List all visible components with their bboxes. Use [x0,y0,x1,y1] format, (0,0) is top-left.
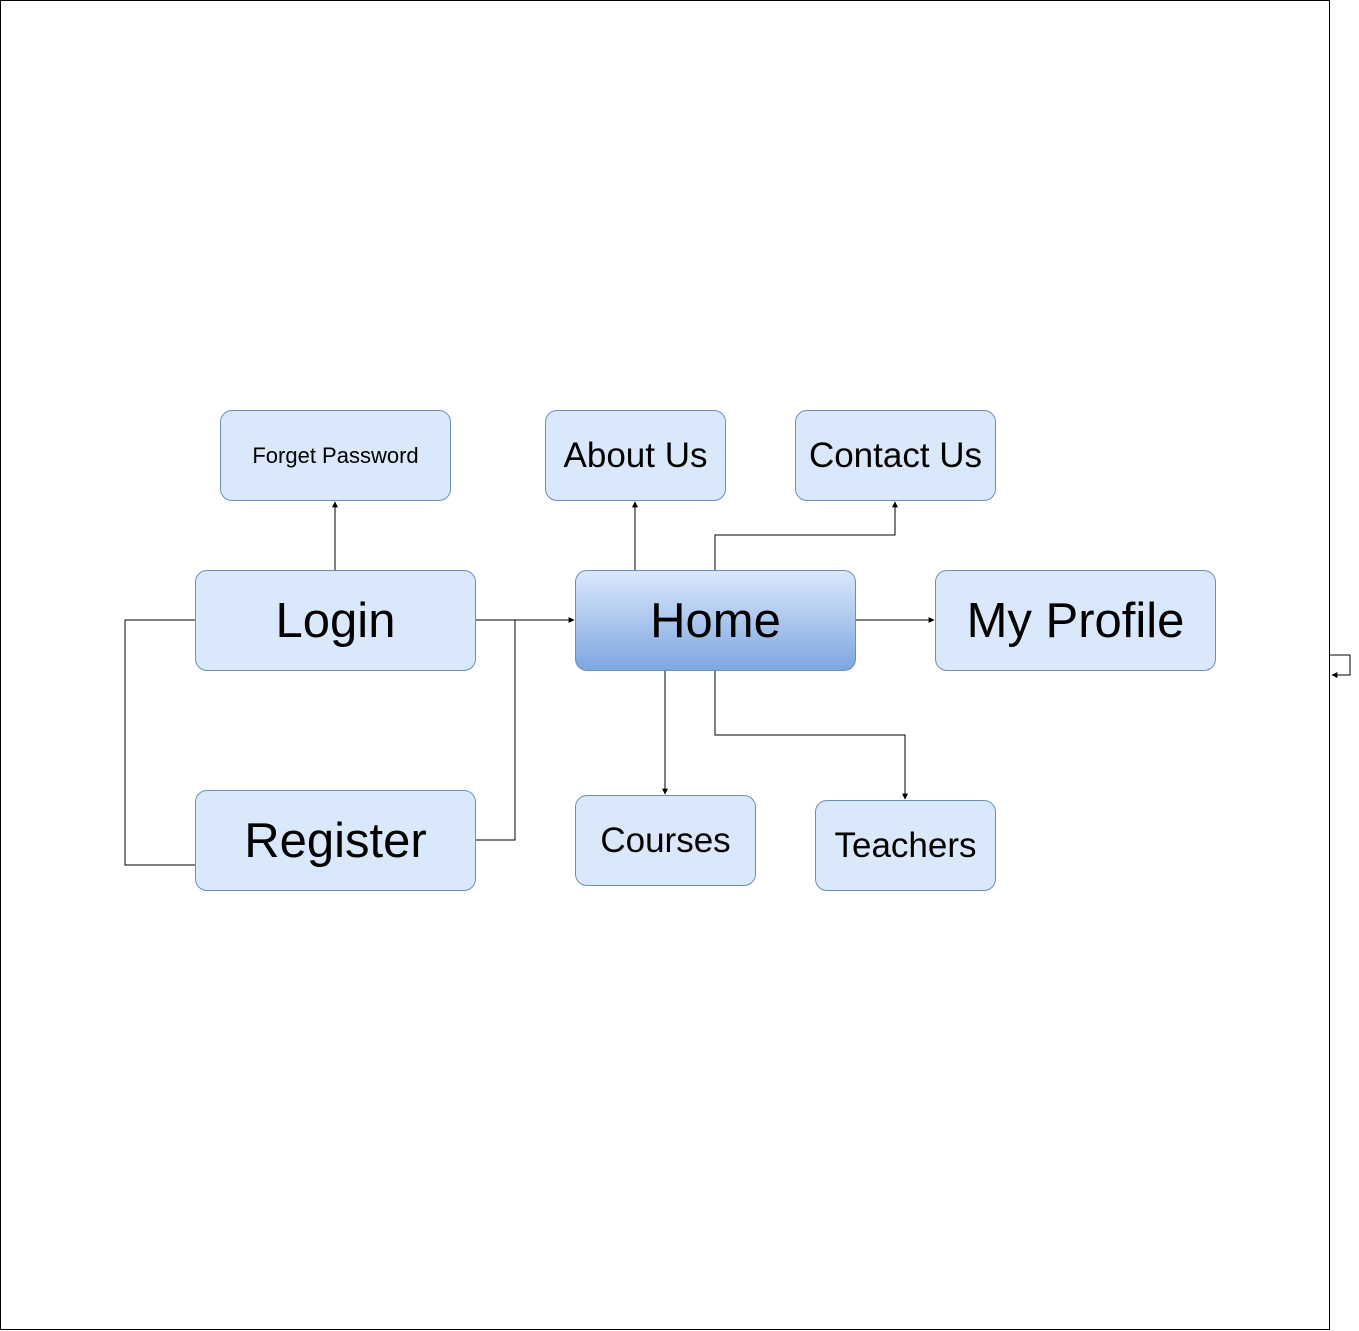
node-register[interactable]: Register [195,790,476,891]
edge-frame-loop [1330,654,1351,678]
node-courses[interactable]: Courses [575,795,756,886]
diagram-frame [0,0,1330,1330]
node-forget-password[interactable]: Forget Password [220,410,451,501]
edge-login-register [124,619,195,866]
node-login[interactable]: Login [195,570,476,671]
edge-register-home [476,620,516,841]
node-teachers[interactable]: Teachers [815,800,996,891]
edge-home-contact-us [714,501,898,570]
node-about-us[interactable]: About Us [545,410,726,501]
node-my-profile[interactable]: My Profile [935,570,1216,671]
node-home[interactable]: Home [575,570,856,671]
edge-home-teachers [714,671,908,800]
node-contact-us[interactable]: Contact Us [795,410,996,501]
